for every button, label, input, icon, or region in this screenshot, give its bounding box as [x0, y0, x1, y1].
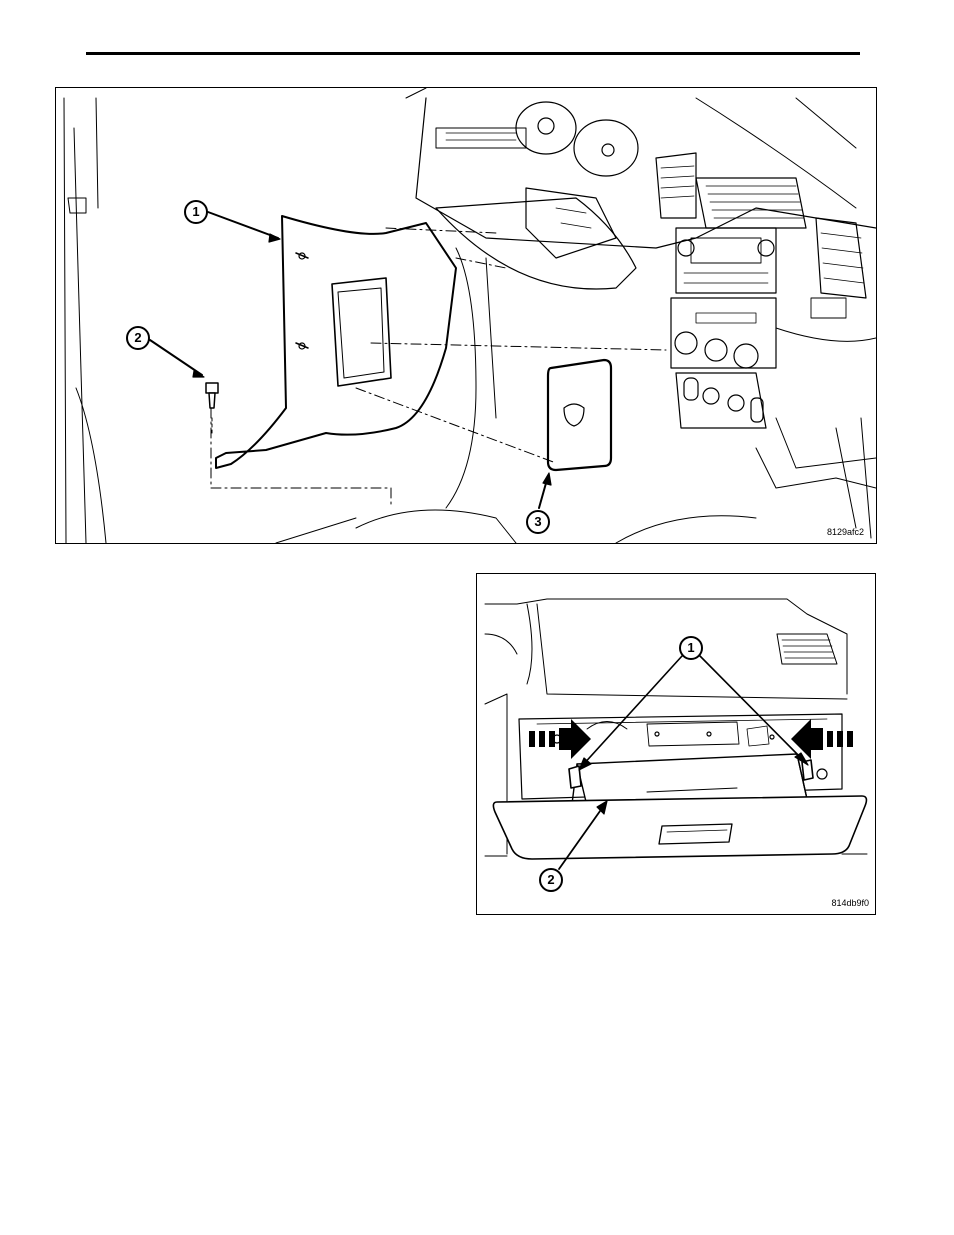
figure-code: 8129afc2: [827, 527, 864, 537]
header-rule: [86, 52, 860, 55]
callout-1: 1: [679, 636, 703, 660]
figure-code: 814db9f0: [831, 898, 869, 908]
callout-2: 2: [539, 868, 563, 892]
figure-2-illustration: [477, 574, 875, 914]
figure-knee-blocker-removal: 1 2 3 8129afc2: [55, 87, 877, 544]
callout-1: 1: [184, 200, 208, 224]
figure-1-illustration: [56, 88, 876, 543]
figure-glove-box-removal: 1 2 814db9f0: [476, 573, 876, 915]
callout-2: 2: [126, 326, 150, 350]
callout-3: 3: [526, 510, 550, 534]
